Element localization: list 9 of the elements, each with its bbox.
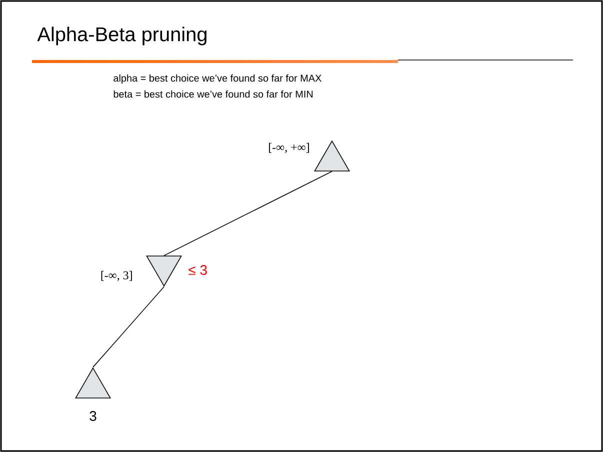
- tree-edge: [92, 286, 164, 368]
- node-value: [-∞, 3]: [101, 270, 132, 282]
- definition-text: alpha = best choice we’ve found so far for MAX: [114, 74, 322, 84]
- tree-edge: [164, 171, 332, 256]
- node-value: 3: [90, 411, 96, 421]
- definition-text: beta = best choice we’ve found so far for MIN: [114, 90, 313, 98]
- slide-title: Alpha-Beta pruning: [37, 26, 206, 46]
- node-value: [-∞, +∞]: [268, 142, 309, 154]
- node-value: ≤ 3: [188, 265, 207, 275]
